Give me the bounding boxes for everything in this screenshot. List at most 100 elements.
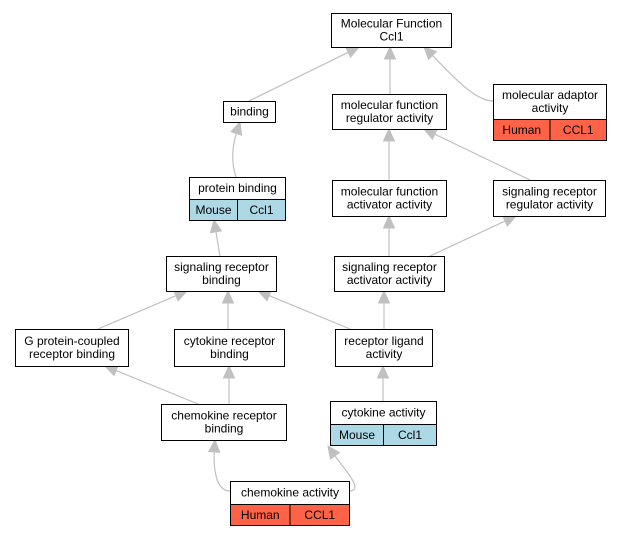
edge-sr-binding-to-protein-binding — [209, 218, 223, 257]
node-sr-activator-label-line-2: activator activity — [347, 273, 432, 287]
edge-chemokine-receptor-to-gpcr-binding — [103, 364, 199, 405]
arrowhead-receptor-ligand-to-sr-activator — [377, 289, 391, 304]
edge-gpcr-binding-to-sr-binding — [97, 290, 189, 330]
edge-line-sr-activator-to-sr-regulator — [429, 219, 508, 257]
arrowhead-chemokine-activity-to-chemokine-receptor — [207, 438, 221, 453]
node-receptor-ligand-box — [335, 329, 433, 367]
node-protein-binding-tag-gene: Ccl1 — [249, 203, 273, 217]
arrowhead-sr-activator-to-sr-regulator — [502, 215, 518, 227]
node-mf-activator-box — [332, 180, 447, 217]
node-cytokine-activity-tag-gene: Ccl1 — [398, 428, 422, 442]
edge-adaptor-to-root — [423, 46, 494, 102]
node-mf-activator-label-line-1: molecular function — [341, 185, 438, 199]
edge-line-protein-binding-to-binding — [232, 131, 238, 178]
node-cytokine-receptor-label-line-2: binding — [210, 347, 249, 361]
node-chemokine-receptor-box — [161, 404, 287, 441]
node-chemokine-activity-tag-gene: CCL1 — [304, 508, 335, 522]
node-root-label-line-1: Molecular Function — [341, 17, 442, 31]
node-mf-activator-label-line-2: activator activity — [347, 198, 432, 212]
node-chemokine-activity-tag-species: Human — [241, 508, 280, 522]
node-sr-binding-label-line-2: binding — [202, 273, 241, 287]
node-cytokine-receptor-label-line-1: cytokine receptor — [184, 334, 275, 348]
node-receptor-ligand-label-line-1: receptor ligand — [344, 334, 423, 348]
arrowhead-sr-activator-to-mf-activator — [382, 214, 396, 229]
arrowhead-mf-activator-to-mf-regulator — [382, 127, 396, 142]
edge-mf-regulator-to-root — [383, 45, 397, 94]
edge-receptor-ligand-to-sr-activator — [377, 289, 391, 329]
edge-protein-binding-to-binding — [230, 120, 243, 178]
edge-line-adaptor-to-root — [430, 53, 494, 102]
arrowhead-gpcr-binding-to-sr-binding — [173, 290, 189, 302]
node-adaptor-label-line-1: molecular adaptor — [502, 88, 598, 102]
node-binding-label-line-1: binding — [230, 105, 269, 119]
arrowhead-cytokine-receptor-to-sr-binding — [221, 289, 235, 304]
node-protein-binding-tag-species: Mouse — [195, 203, 231, 217]
arrowhead-sr-binding-to-protein-binding — [209, 218, 223, 234]
node-sr-binding-label-line-1: signaling receptor — [174, 260, 269, 274]
edge-chemokine-activity-to-cytokine-activity — [327, 445, 356, 492]
node-sr-regulator-label-line-1: signaling receptor — [502, 185, 597, 199]
node-sr-regulator-box — [493, 180, 606, 217]
node-sr-activator-box — [334, 256, 445, 292]
edge-line-sr-binding-to-protein-binding — [215, 229, 221, 257]
node-protein-binding-label-line-1: protein binding — [198, 181, 277, 195]
node-cytokine-activity-label-line-1: cytokine activity — [341, 406, 425, 420]
node-gpcr-binding-box — [15, 329, 129, 367]
edge-line-binding-to-root — [248, 50, 351, 102]
node-adaptor-tag-species: Human — [502, 123, 541, 137]
node-binding[interactable]: binding — [223, 101, 276, 123]
arrowhead-receptor-ligand-to-sr-binding — [256, 289, 272, 302]
edge-line-chemokine-activity-to-cytokine-activity — [333, 453, 356, 492]
edge-receptor-ligand-to-sr-binding — [256, 289, 351, 330]
node-chemokine-receptor-label-line-2: binding — [205, 422, 244, 436]
edge-sr-activator-to-sr-regulator — [429, 215, 518, 257]
node-gpcr-binding-label-line-2: receptor binding — [29, 347, 115, 361]
node-cytokine-receptor-box — [174, 329, 285, 367]
node-mf-regulator-label-line-1: molecular function — [341, 98, 438, 112]
node-sr-binding-box — [166, 256, 277, 292]
edge-chemokine-activity-to-chemokine-receptor — [207, 438, 231, 492]
edge-cytokine-activity-to-receptor-ligand — [376, 364, 390, 401]
arrowhead-adaptor-to-root — [423, 46, 438, 61]
node-adaptor-tag-human-cell-2 — [549, 119, 607, 141]
node-mf-regulator-label-line-2: regulator activity — [346, 111, 433, 125]
node-cytokine-activity-tag-mouse-cell-2 — [383, 424, 437, 446]
edge-mf-activator-to-mf-regulator — [382, 127, 396, 180]
arrowhead-chemokine-activity-to-cytokine-activity — [327, 445, 341, 460]
node-chemokine-activity-label-line-1: chemokine activity — [241, 486, 339, 500]
arrowhead-binding-to-root — [345, 46, 361, 59]
node-adaptor-tag-gene: CCL1 — [563, 123, 594, 137]
node-sr-regulator-label-line-2: regulator activity — [506, 198, 593, 212]
edge-line-chemokine-activity-to-chemokine-receptor — [213, 449, 231, 492]
edge-layer — [97, 45, 531, 492]
edge-line-receptor-ligand-to-sr-binding — [267, 294, 351, 330]
edge-line-sr-regulator-to-mf-regulator — [432, 132, 531, 181]
edge-sr-activator-to-mf-activator — [382, 214, 396, 256]
edge-binding-to-root — [248, 46, 361, 102]
node-binding-box — [223, 101, 276, 123]
arrowhead-protein-binding-to-binding — [230, 120, 243, 136]
node-adaptor-box — [493, 84, 607, 120]
edge-chemokine-receptor-to-cytokine-receptor — [222, 364, 236, 404]
node-chemokine-receptor-label-line-1: chemokine receptor — [171, 409, 276, 423]
arrowhead-mf-regulator-to-root — [383, 45, 397, 60]
edge-line-chemokine-receptor-to-gpcr-binding — [114, 369, 199, 405]
node-cytokine-activity-tag-species: Mouse — [339, 428, 375, 442]
arrowhead-sr-regulator-to-mf-regulator — [422, 128, 438, 141]
